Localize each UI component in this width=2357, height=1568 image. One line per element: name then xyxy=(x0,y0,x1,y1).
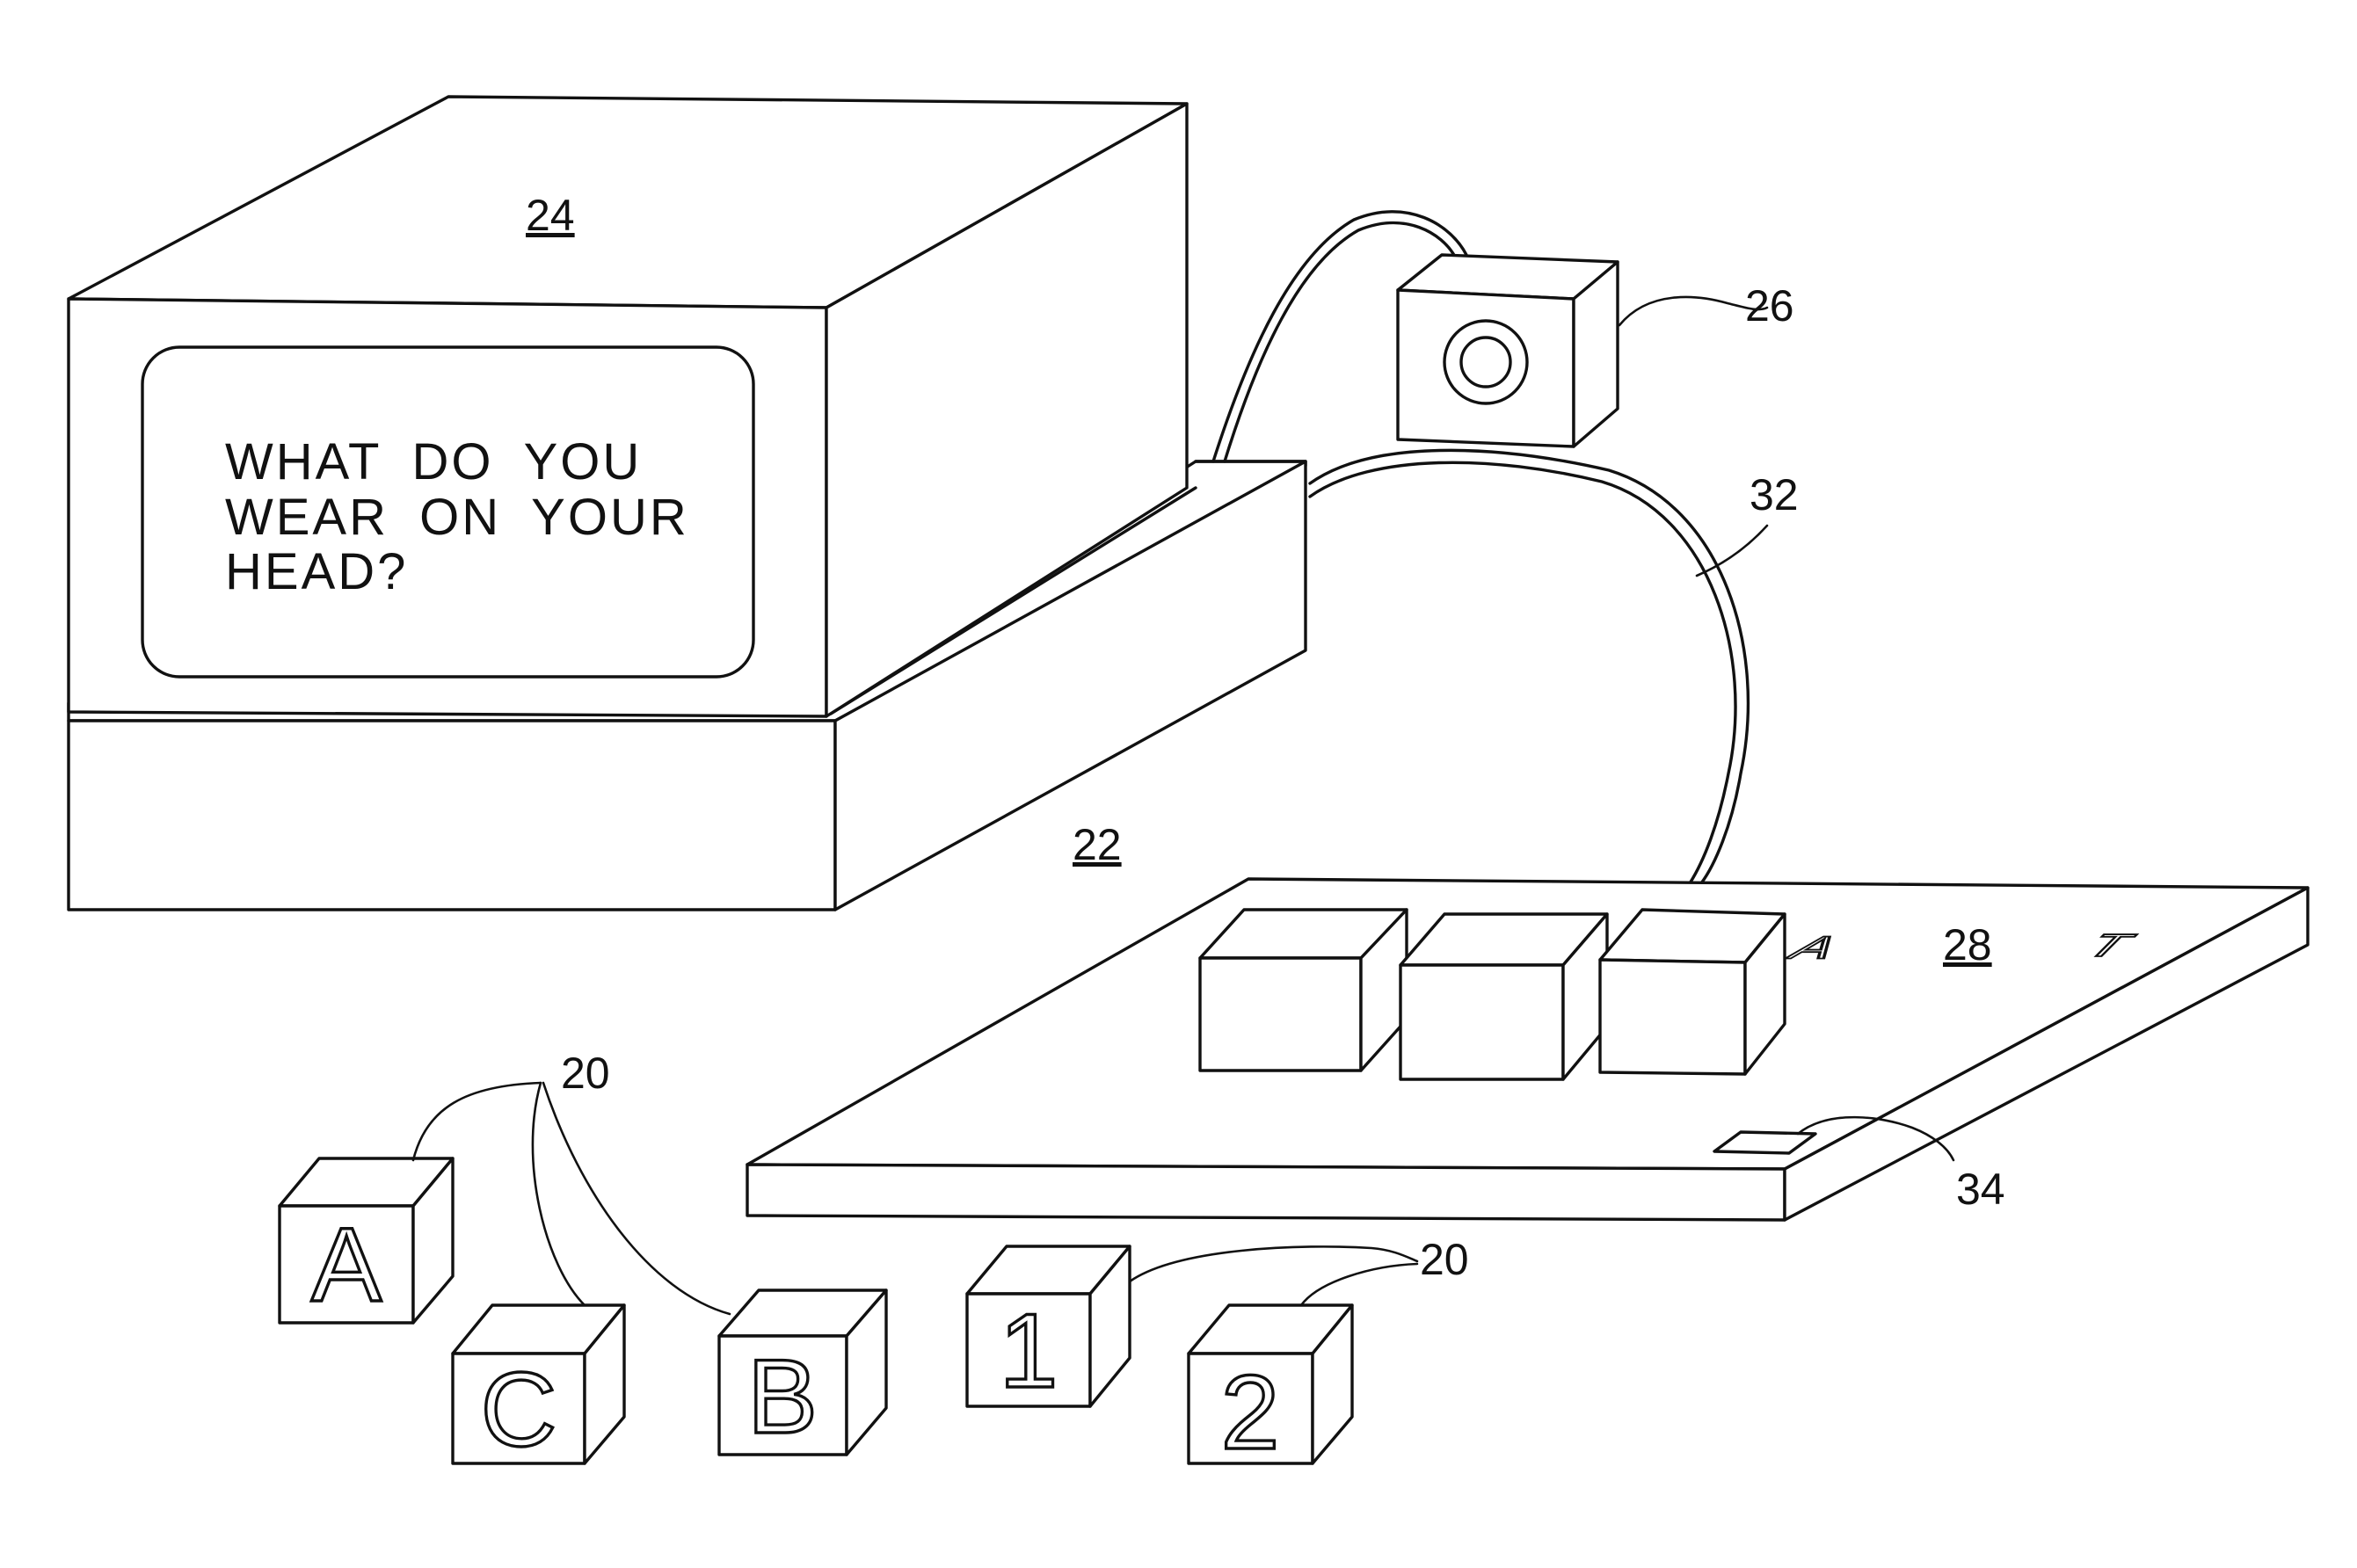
ref-34: 34 xyxy=(1956,1165,2005,1214)
loose-block-1-digit: 1 xyxy=(1000,1292,1058,1410)
loose-block-2: 2 xyxy=(1189,1305,1352,1471)
ref-26: 26 xyxy=(1745,281,1794,330)
ref-20-left: 20 xyxy=(561,1049,610,1098)
loose-block-a: A xyxy=(280,1158,453,1324)
loose-block-b-letter: B xyxy=(747,1338,818,1455)
screen-line-1: WHAT DO YOU xyxy=(225,433,642,490)
screen-line-3: HEAD? xyxy=(225,543,408,600)
loose-block-1: 1 xyxy=(967,1246,1130,1410)
loose-block-c-letter: C xyxy=(481,1351,557,1469)
cable xyxy=(1310,450,1748,883)
camera xyxy=(1213,212,1618,461)
loose-block-b: B xyxy=(719,1290,886,1455)
ref-20-right: 20 xyxy=(1420,1235,1469,1284)
loose-block-a-letter: A xyxy=(311,1206,382,1324)
ref-32: 32 xyxy=(1750,470,1799,519)
ref-22: 22 xyxy=(1073,820,1122,869)
ref-28: 28 xyxy=(1943,920,1992,969)
loose-block-c: C xyxy=(453,1305,624,1469)
ref-24: 24 xyxy=(526,191,575,240)
screen-line-2: WEAR ON YOUR xyxy=(225,489,689,546)
loose-block-2-digit: 2 xyxy=(1221,1354,1280,1471)
